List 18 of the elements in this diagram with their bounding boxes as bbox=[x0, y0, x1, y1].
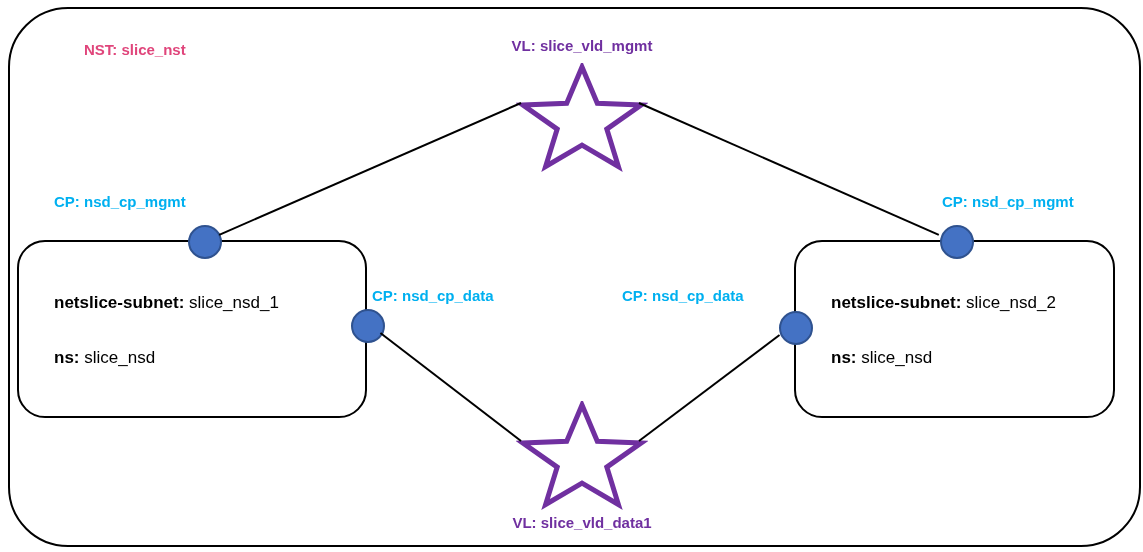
subnet-box bbox=[794, 240, 1115, 418]
subnet-box bbox=[17, 240, 367, 418]
container-box bbox=[8, 7, 1141, 547]
connection-point-label: CP: nsd_cp_mgmt bbox=[54, 193, 186, 210]
connector-line bbox=[637, 102, 940, 236]
subnet-text: netslice-subnet: slice_nsd_1 bbox=[54, 293, 279, 312]
link-label: VL: slice_vld_data1 bbox=[512, 513, 652, 533]
subnet-text: netslice-subnet: slice_nsd_2 bbox=[831, 293, 1056, 312]
connection-point-label: CP: nsd_cp_mgmt bbox=[942, 193, 1074, 210]
connector-line bbox=[218, 102, 523, 236]
link-label: VL: slice_vld_mgmt bbox=[511, 36, 653, 56]
connector-line bbox=[637, 333, 781, 442]
connector-line bbox=[379, 332, 523, 442]
subnet-text: ns: slice_nsd bbox=[831, 348, 933, 367]
connection-point-label: CP: nsd_cp_data bbox=[372, 287, 494, 304]
connection-point-label: CP: nsd_cp_data bbox=[622, 287, 744, 304]
subnet-text: ns: slice_nsd bbox=[54, 348, 156, 367]
container-label: NST: slice_nst bbox=[84, 41, 186, 58]
